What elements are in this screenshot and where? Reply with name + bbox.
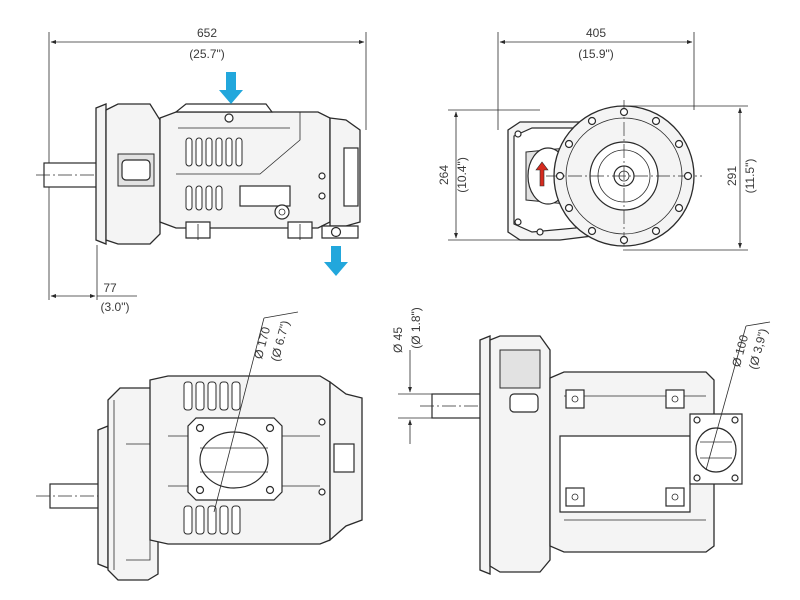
height-right-dimension: 291 (11.5") [625, 105, 757, 251]
front-view: 405 (15.9") 264 (10.4") 291 (11.5") [437, 26, 757, 252]
inlet-flow-arrow [219, 72, 243, 104]
cooling-ribs-top [183, 381, 241, 535]
height-right-inch-label: (11.5") [743, 159, 757, 194]
height-left-inch-label: (10.4") [455, 157, 469, 193]
shaft-inch-label: (3.0") [101, 300, 130, 314]
shaft-diameter-inch-label: (Ø 1.8") [409, 307, 423, 349]
length-mm-label: 652 [197, 26, 217, 40]
top-view: Ø 170 (Ø 6.7") [36, 311, 363, 581]
height-left-mm-label: 264 [437, 165, 451, 185]
outlet-flow-arrow [324, 246, 348, 276]
shaft-dimension: 77 (3.0") [50, 245, 137, 314]
mounting-flange [95, 103, 107, 245]
width-inch-label: (15.9") [578, 47, 614, 61]
outlet-port-inch-label: (Ø 3,9") [746, 327, 770, 371]
length-dimension: 652 (25.7") [48, 26, 367, 300]
height-left-dimension: 264 (10.4") [437, 109, 540, 241]
rotation-arrow-icon [535, 161, 549, 187]
flange-bolts [555, 107, 693, 245]
cooling-ribs [185, 137, 243, 211]
pump-housing [159, 111, 331, 229]
width-dimension: 405 (15.9") [497, 26, 695, 130]
rear-side-view: Ø 45 (Ø 1.8") [391, 307, 770, 575]
mounting-pads [565, 389, 685, 507]
width-mm-label: 405 [586, 26, 606, 40]
inlet-port-inch-label: (Ø 6.7") [268, 319, 292, 363]
height-right-mm-label: 291 [725, 166, 739, 186]
shaft-mm-label: 77 [103, 281, 117, 295]
side-view: 652 (25.7") 77 (3.0") [36, 26, 367, 314]
shaft-diameter-mm-label: Ø 45 [391, 327, 405, 353]
length-inch-label: (25.7") [189, 47, 225, 61]
shaft-diameter-dimension: Ø 45 (Ø 1.8") [391, 307, 470, 444]
